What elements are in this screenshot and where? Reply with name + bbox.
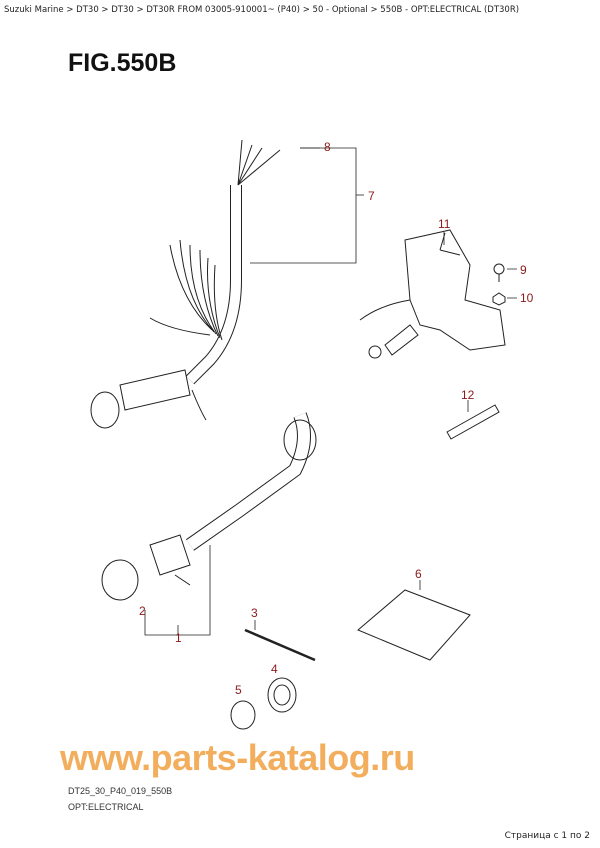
sep: > bbox=[98, 5, 112, 15]
part-number-6[interactable]: 6 bbox=[415, 567, 422, 581]
part-number-3[interactable]: 3 bbox=[251, 606, 258, 620]
sep: > bbox=[63, 5, 77, 15]
part-number-11[interactable]: 11 bbox=[438, 217, 451, 231]
grommet-4 bbox=[267, 677, 297, 713]
part-number-12[interactable]: 12 bbox=[461, 388, 475, 402]
lower-harness bbox=[101, 412, 317, 601]
part-number-7[interactable]: 7 bbox=[368, 189, 375, 203]
sep: > bbox=[133, 5, 147, 15]
pagination: Страница с 1 по 2 bbox=[504, 831, 590, 841]
cable-tie-3 bbox=[244, 628, 316, 662]
breadcrumb-item[interactable]: DT30 bbox=[111, 5, 134, 15]
part-number-10[interactable]: 10 bbox=[520, 291, 534, 305]
figure-title: FIG.550B bbox=[68, 49, 177, 77]
diagram-subtitle: OPT:ELECTRICAL bbox=[68, 802, 144, 812]
sleeve-12 bbox=[446, 404, 500, 440]
sep: > bbox=[367, 5, 381, 15]
diagram-code: DT25_30_P40_019_550B bbox=[68, 786, 173, 796]
part-number-8[interactable]: 8 bbox=[324, 140, 331, 154]
breadcrumb: Suzuki Marine > DT30 > DT30 > DT30R FROM… bbox=[4, 5, 519, 15]
screw-9 bbox=[493, 263, 505, 275]
breadcrumb-item[interactable]: 50 - Optional bbox=[312, 5, 368, 15]
watermark: www.parts-katalog.ru bbox=[60, 737, 415, 778]
breadcrumb-current: 550B - OPT:ELECTRICAL (DT30R) bbox=[380, 5, 520, 15]
cap-5 bbox=[230, 700, 256, 730]
wiring-harness bbox=[90, 139, 281, 429]
part-number-9[interactable]: 9 bbox=[520, 263, 527, 277]
nut-10 bbox=[492, 292, 506, 306]
leader-7 bbox=[250, 147, 357, 264]
part-number-4[interactable]: 4 bbox=[271, 662, 278, 676]
part-number-2[interactable]: 2 bbox=[139, 604, 146, 618]
breadcrumb-item[interactable]: Suzuki Marine bbox=[4, 5, 64, 15]
sep: > bbox=[300, 5, 313, 15]
breadcrumb-item[interactable]: DT30R FROM 03005-910001~ (P40) bbox=[146, 5, 300, 15]
bag-6 bbox=[357, 589, 471, 661]
breadcrumb-item[interactable]: DT30 bbox=[76, 5, 99, 15]
part-number-1[interactable]: 1 bbox=[175, 631, 182, 645]
part-number-5[interactable]: 5 bbox=[235, 683, 242, 697]
bracket-assembly bbox=[359, 229, 506, 359]
